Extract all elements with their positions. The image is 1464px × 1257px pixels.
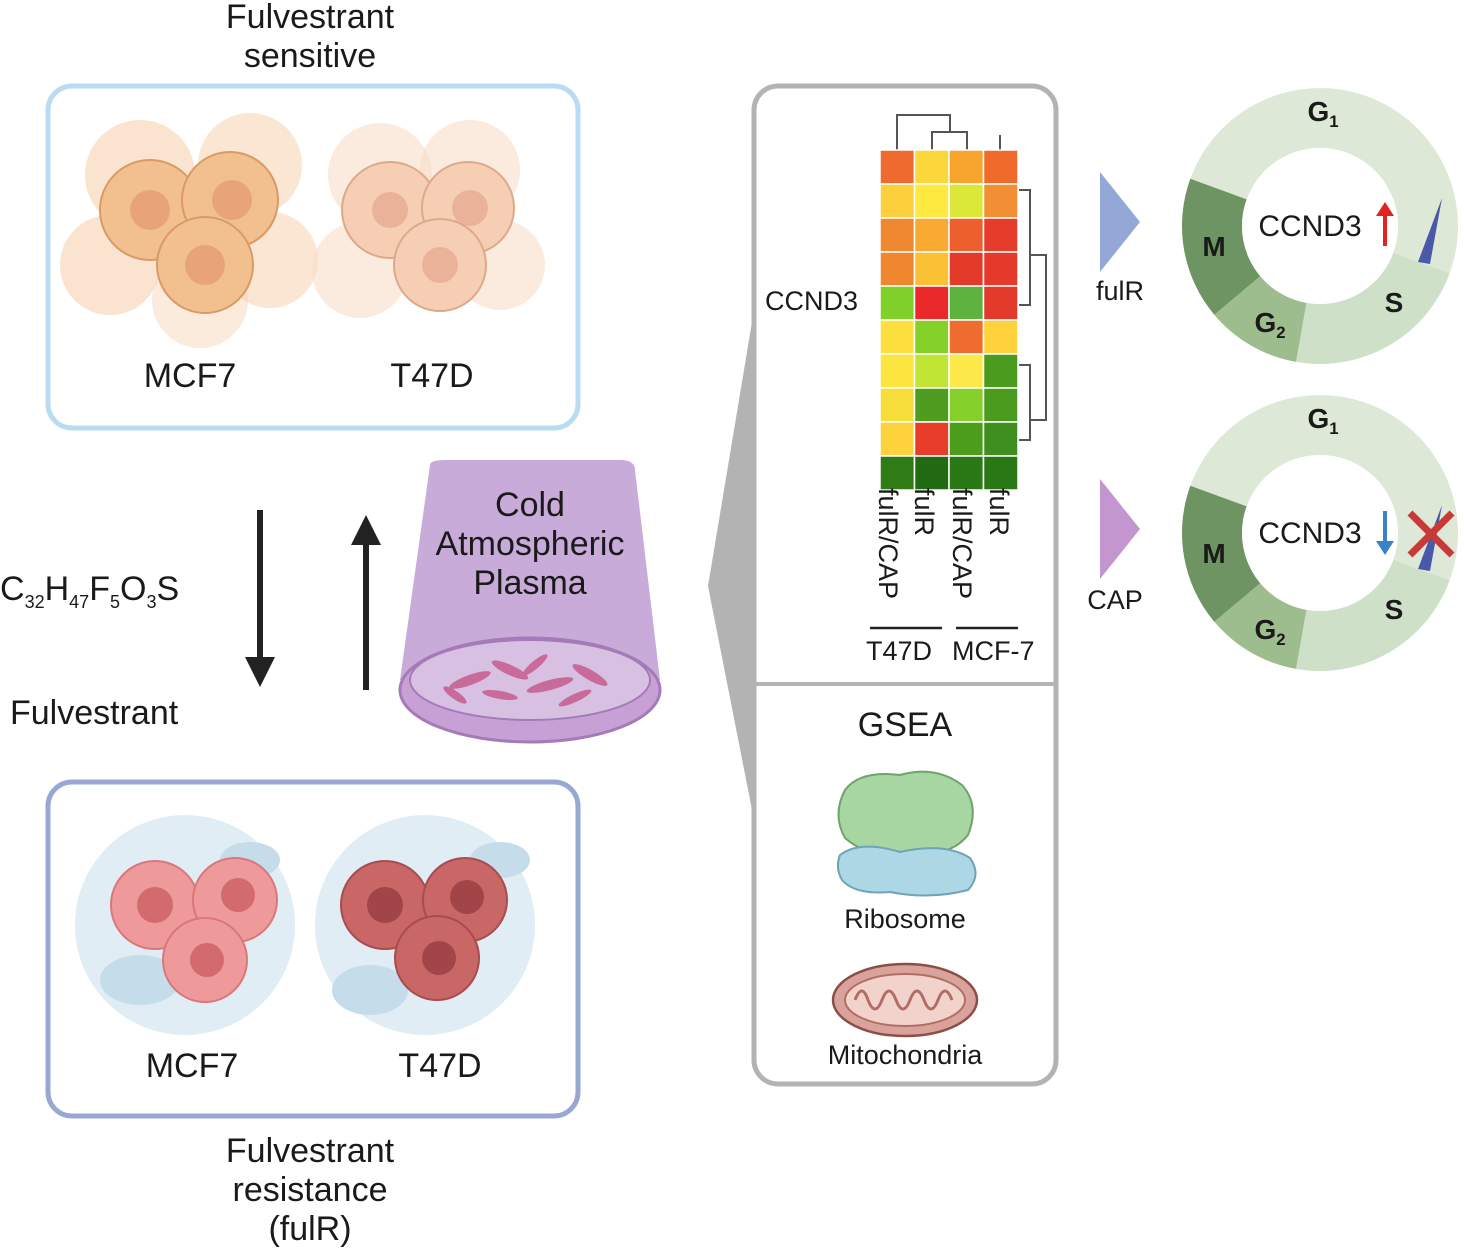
heatmap-cell bbox=[879, 217, 916, 253]
heatmap-cell bbox=[982, 455, 1019, 491]
down-regulation-arrow-icon bbox=[1376, 511, 1394, 555]
t47d-resistant-cells-icon bbox=[315, 815, 535, 1035]
zoom-wedge bbox=[708, 310, 754, 820]
cap-device-icon bbox=[398, 460, 662, 744]
heatmap-cell bbox=[879, 353, 916, 389]
s-phase bbox=[1296, 559, 1450, 671]
heatmap-cell bbox=[982, 319, 1019, 355]
heatmap-cell bbox=[982, 149, 1019, 185]
treatment-arrow-icon bbox=[1100, 479, 1140, 579]
heatmap-cell bbox=[879, 183, 916, 219]
heatmap-cell bbox=[982, 285, 1019, 321]
m-label: M bbox=[1202, 231, 1225, 262]
heatmap-cell bbox=[879, 387, 916, 423]
heatmap-cell bbox=[879, 285, 916, 321]
s-label: S bbox=[1385, 594, 1404, 625]
heatmap-cell bbox=[948, 319, 985, 355]
drug-name: Fulvestrant bbox=[10, 694, 179, 732]
heatmap-cell bbox=[982, 421, 1019, 457]
col-label-1: fulR/CAP bbox=[873, 488, 904, 600]
heatmap-cell bbox=[913, 183, 950, 219]
mcf7-sensitive-cells-icon bbox=[60, 113, 318, 348]
mitochondria-icon bbox=[831, 962, 979, 1038]
s-phase bbox=[1296, 252, 1450, 365]
heatmap-cell bbox=[879, 421, 916, 457]
t47d-sensitive-cells-icon bbox=[312, 120, 545, 318]
mcf7-resistant-cells-icon bbox=[75, 815, 295, 1035]
group-label-t47d: T47D bbox=[866, 636, 933, 666]
g1-phase bbox=[1190, 395, 1458, 581]
g2-phase bbox=[1214, 276, 1307, 362]
t47d-sensitive-label: T47D bbox=[390, 357, 474, 395]
heatmap-cell bbox=[948, 353, 985, 389]
col-label-2: fulR bbox=[909, 488, 940, 537]
heatmap-cell bbox=[879, 455, 916, 491]
heatmap-cell bbox=[948, 387, 985, 423]
ribosome-icon bbox=[836, 770, 977, 897]
m-label: M bbox=[1202, 538, 1225, 569]
heatmap-cell bbox=[879, 319, 916, 355]
heatmap-cell bbox=[982, 353, 1019, 389]
blocked-x-icon bbox=[1407, 510, 1455, 558]
heatmap-cell bbox=[948, 251, 985, 287]
g2-phase bbox=[1214, 583, 1307, 669]
ribosome-label: Ribosome bbox=[844, 904, 966, 934]
heatmap-cell bbox=[913, 149, 950, 185]
heatmap-cell bbox=[913, 353, 950, 389]
m-phase bbox=[1182, 485, 1261, 622]
heatmap-cell bbox=[982, 217, 1019, 253]
sensitive-title: Fulvestrant sensitive bbox=[225, 0, 395, 76]
col-label-4: fulR bbox=[984, 488, 1015, 537]
cap-arrow-label: CAP bbox=[1087, 585, 1143, 615]
mcf7-sensitive-label: MCF7 bbox=[143, 357, 237, 395]
heatmap-gene-label: CCND3 bbox=[765, 286, 859, 316]
g2-label: G2 bbox=[1254, 307, 1285, 342]
heatmap-grid bbox=[879, 149, 1019, 491]
heatmap-cell bbox=[913, 217, 950, 253]
col-label-3: fulR/CAP bbox=[947, 488, 978, 600]
row-dendrogram bbox=[1019, 189, 1047, 441]
heatmap-cell bbox=[913, 455, 950, 491]
mitochondria-label: Mitochondria bbox=[827, 1040, 983, 1070]
mcf7-resistant-label: MCF7 bbox=[145, 1047, 239, 1085]
resistance-title: Fulvestrant resistance (fulR) bbox=[225, 1132, 395, 1249]
treatment-arrow-icon bbox=[1100, 172, 1140, 272]
heatmap-cell bbox=[913, 319, 950, 355]
m-phase bbox=[1182, 178, 1261, 315]
heatmap-cell bbox=[879, 149, 916, 185]
gsea-title: GSEA bbox=[857, 706, 953, 744]
t47d-resistant-label: T47D bbox=[398, 1047, 482, 1085]
cap-label: Cold Atmospheric Plasma bbox=[435, 486, 625, 603]
heatmap-cell bbox=[879, 251, 916, 287]
up-regulation-arrow-icon bbox=[1376, 202, 1394, 246]
heatmap-cell bbox=[948, 455, 985, 491]
group-label-mcf7: MCF-7 bbox=[952, 636, 1035, 666]
heatmap-cell bbox=[913, 387, 950, 423]
heatmap-cell bbox=[948, 421, 985, 457]
heatmap-cell bbox=[948, 149, 985, 185]
s-label: S bbox=[1385, 287, 1404, 318]
heatmap-cell bbox=[948, 183, 985, 219]
heatmap-cell bbox=[913, 285, 950, 321]
heatmap-cell bbox=[982, 251, 1019, 287]
heatmap-cell bbox=[982, 387, 1019, 423]
g1-phase bbox=[1190, 88, 1458, 274]
fulr-arrow-label: fulR bbox=[1095, 276, 1144, 306]
cycle-progression-arrow-icon bbox=[1418, 198, 1442, 264]
gene-label: CCND3 bbox=[1258, 210, 1361, 243]
heatmap-cell bbox=[913, 251, 950, 287]
heatmap-cell bbox=[948, 217, 985, 253]
heatmap-cell bbox=[982, 183, 1019, 219]
gene-label: CCND3 bbox=[1258, 517, 1361, 550]
heatmap-cell bbox=[948, 285, 985, 321]
formula: C32H47F5O3S bbox=[0, 570, 180, 612]
heatmap-cell bbox=[913, 421, 950, 457]
column-dendrogram bbox=[896, 114, 1001, 150]
